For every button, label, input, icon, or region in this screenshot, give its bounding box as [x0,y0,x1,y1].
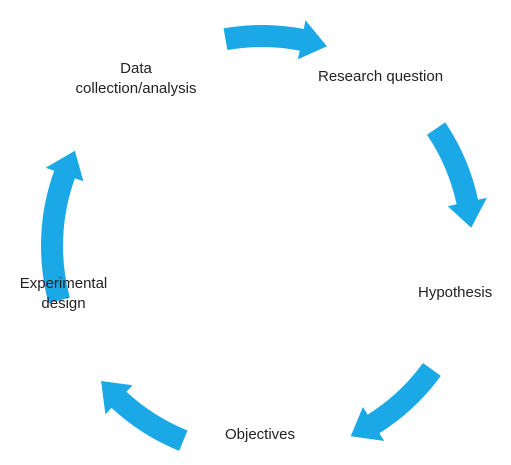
stage-label-line: design [41,295,86,312]
arrow-to-hypothesis-icon [427,122,487,228]
arrow-to-objectives-icon [350,363,441,441]
arrow-to-data-collection-icon [40,150,84,304]
stage-label-line: collection/analysis [75,80,197,97]
stage-label-research-question: Research question [318,67,443,87]
stage-label-objectives: Objectives [225,425,295,445]
arrow-to-experimental-design-icon [101,381,188,451]
arrow-layer [40,20,487,451]
stage-label-experimental-design: Experimental design [12,274,115,314]
stage-label-line: Data [120,60,152,77]
stage-label-line: Hypothesis [418,284,493,301]
stage-label-data-collection-analysis: Data collection/analysis [66,59,206,99]
stage-label-hypothesis: Hypothesis [418,283,492,303]
stage-label-line: Research question [318,68,444,85]
arrow-to-research-question-icon [223,20,327,60]
stage-label-line: Objectives [225,426,296,443]
stage-label-line: Experimental [19,275,108,292]
